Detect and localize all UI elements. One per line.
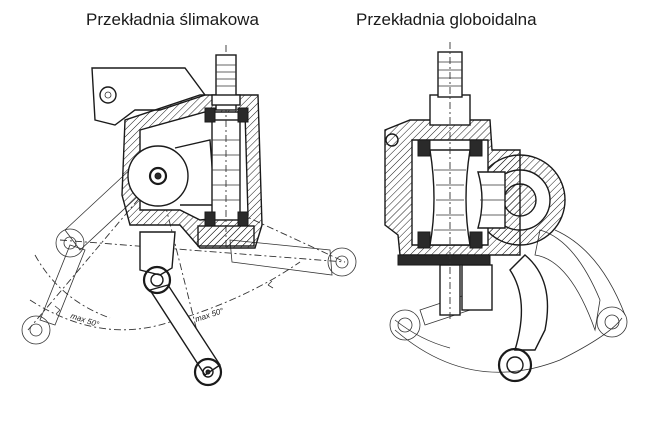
swing-arc-outer	[34, 254, 111, 319]
globoid-pitman-joint	[497, 347, 533, 383]
globoid-bolt	[385, 133, 399, 147]
bottom-cap	[197, 225, 255, 247]
worm-gear-drawing: max 50° max 50°	[21, 45, 357, 387]
ghost-joint-left-top	[55, 228, 85, 258]
swing-arc-right	[394, 317, 623, 373]
ghost-joint-left-bottom	[21, 315, 51, 345]
globoid-pitman-arm	[509, 254, 549, 351]
ghost-arm-right	[534, 229, 601, 332]
angle-label-left: max 50°	[69, 311, 101, 329]
ghost-joint-right	[327, 247, 357, 277]
ghost-joint-left-globoid	[389, 309, 421, 341]
pitman-joint-bottom	[193, 357, 223, 387]
title-globoid-gear: Przekładnia globoidalna	[356, 10, 537, 29]
pitman-joint-top	[142, 265, 172, 295]
title-worm-gear: Przekładnia ślimakowa	[86, 10, 259, 29]
angle-label-right: max 50°	[194, 306, 226, 324]
globoid-base-plate	[397, 254, 491, 266]
pitman-arm	[139, 231, 176, 276]
ghost-joint-right-globoid	[596, 306, 628, 338]
center-line	[59, 239, 346, 263]
sector-shaft	[148, 166, 168, 186]
mounting-bracket	[91, 67, 207, 126]
globoid-gear-drawing	[384, 42, 628, 383]
bracket-bolt-hole	[99, 86, 117, 104]
